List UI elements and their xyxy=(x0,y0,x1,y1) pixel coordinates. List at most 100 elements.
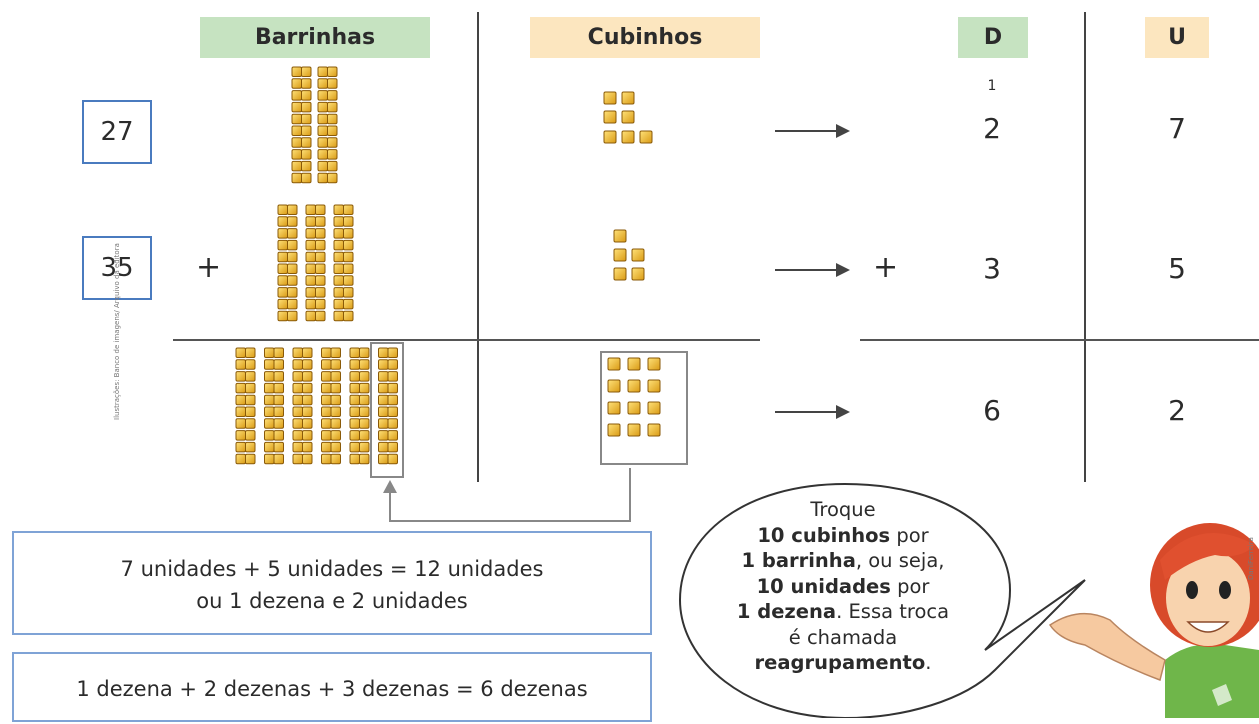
bar-block xyxy=(305,298,316,310)
speech-line-4-rest: por xyxy=(890,574,930,598)
bar-block xyxy=(302,430,313,441)
bar-block xyxy=(359,441,370,453)
bar-block xyxy=(327,149,338,160)
speech-line-2-rest: por xyxy=(890,523,929,547)
bar-block xyxy=(333,251,344,263)
bar-block xyxy=(327,90,338,101)
cube-block xyxy=(603,91,617,105)
bar-block xyxy=(327,160,338,172)
bar-block xyxy=(349,359,360,370)
bar-block xyxy=(291,137,302,148)
bar-block xyxy=(387,394,398,406)
plus-sign-left: + xyxy=(196,250,222,285)
bar-block xyxy=(343,216,354,227)
bar-block xyxy=(292,359,303,370)
bar-block xyxy=(292,347,303,358)
girl-character xyxy=(1048,523,1259,718)
bar-block xyxy=(349,347,360,358)
cube-block xyxy=(631,267,645,281)
bar-block xyxy=(305,239,316,251)
bar-block xyxy=(321,359,332,370)
row3-units: 2 xyxy=(1168,394,1186,427)
bar-block xyxy=(321,394,332,406)
cube-block xyxy=(627,423,641,437)
cube-block xyxy=(647,401,661,415)
bar-block xyxy=(235,347,246,358)
bar-block xyxy=(321,430,332,441)
bar-block xyxy=(359,453,370,465)
credit-left: Ilustrações: Banco de imagens/ Arquivo d… xyxy=(113,243,121,420)
bar-block xyxy=(301,160,312,172)
info-box-tens: 1 dezena + 2 dezenas + 3 dezenas = 6 dez… xyxy=(12,652,652,722)
speech-line-7-rest: . xyxy=(925,651,932,674)
bar-block xyxy=(305,251,316,263)
bar-block xyxy=(292,371,303,382)
bar-block xyxy=(287,287,298,298)
bar-block xyxy=(343,298,354,310)
bar-block xyxy=(387,430,398,441)
bar-block xyxy=(305,204,316,215)
bar-block xyxy=(301,149,312,160)
speech-line-3-rest: , ou seja, xyxy=(855,549,945,572)
bar-block xyxy=(387,418,398,429)
bar-block xyxy=(264,453,275,465)
cube-block xyxy=(631,248,645,262)
bar-block xyxy=(277,251,288,263)
bar-block xyxy=(387,406,398,417)
speech-bubble xyxy=(678,482,1086,718)
bar-block xyxy=(387,453,398,465)
cube-block xyxy=(639,130,653,144)
regroup-arrow xyxy=(389,468,631,522)
bar-block xyxy=(321,347,332,358)
bar-block xyxy=(343,275,354,286)
bar-block xyxy=(333,239,344,251)
bar-block xyxy=(315,287,326,298)
bar-block xyxy=(359,406,370,417)
bar-block xyxy=(378,347,389,358)
bar-block xyxy=(277,204,288,215)
bar-block xyxy=(287,251,298,263)
bar-block xyxy=(333,204,344,215)
cube-block xyxy=(607,379,621,393)
bar-block xyxy=(330,453,341,465)
cube-block xyxy=(607,357,621,371)
bar-block xyxy=(327,137,338,148)
bar-block xyxy=(387,441,398,453)
credit-right: DaniFerreira xyxy=(1247,537,1255,580)
bar-block xyxy=(291,172,302,184)
row2-units: 5 xyxy=(1168,252,1186,285)
header-tens: D xyxy=(958,17,1028,58)
bar-block xyxy=(387,371,398,382)
bar-block xyxy=(245,382,256,394)
bar-block xyxy=(264,430,275,441)
bar-block xyxy=(302,441,313,453)
bar-block xyxy=(387,359,398,370)
bar-block xyxy=(327,172,338,184)
bar-block xyxy=(245,359,256,370)
bar-block xyxy=(287,239,298,251)
bar-block xyxy=(321,371,332,382)
bar-block xyxy=(292,406,303,417)
bar-block xyxy=(378,382,389,394)
bar-block xyxy=(245,347,256,358)
bar-block xyxy=(273,441,284,453)
arrow-row-2 xyxy=(775,263,850,277)
row1-tens: 2 xyxy=(983,112,1001,145)
bar-block xyxy=(330,418,341,429)
bar-block xyxy=(273,359,284,370)
bar-block xyxy=(330,382,341,394)
bar-block xyxy=(317,172,328,184)
bar-block xyxy=(302,406,313,417)
bar-block xyxy=(359,418,370,429)
bar-block xyxy=(287,275,298,286)
row3-tens: 6 xyxy=(983,394,1001,427)
bar-block xyxy=(264,359,275,370)
bar-block xyxy=(235,359,246,370)
bar-block xyxy=(349,382,360,394)
regroup-arrowhead xyxy=(383,480,397,493)
bar-block xyxy=(330,347,341,358)
bar-block xyxy=(378,394,389,406)
bar-block xyxy=(305,310,316,322)
bar-block xyxy=(245,441,256,453)
cube-block xyxy=(613,248,627,262)
